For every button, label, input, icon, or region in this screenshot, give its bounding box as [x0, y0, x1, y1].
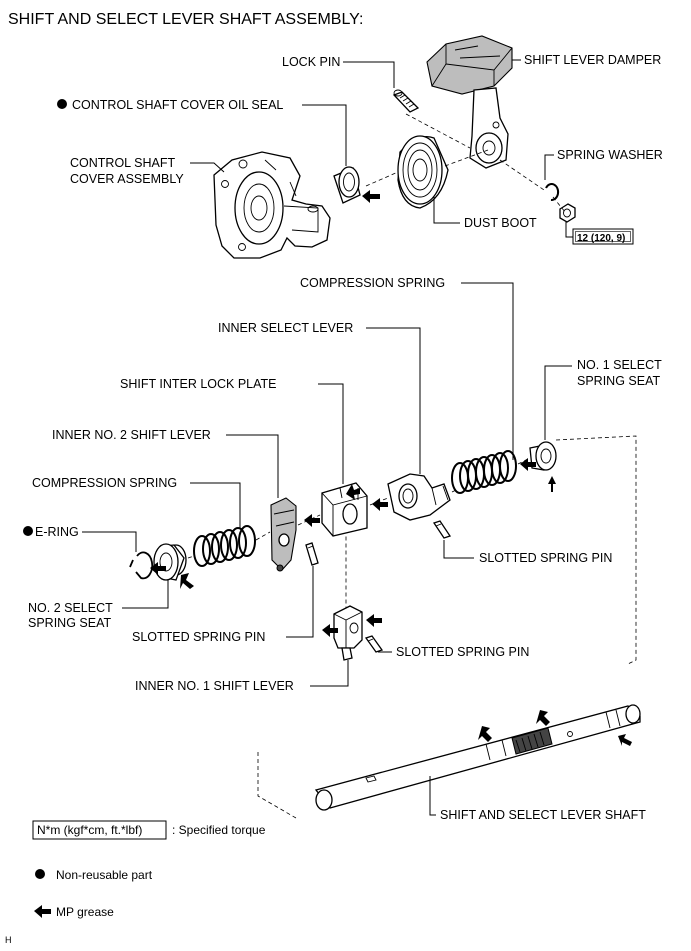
non-reusable-marker-e-ring [23, 526, 33, 536]
svg-text:Non-reusable part: Non-reusable part [56, 868, 153, 882]
label-control-shaft-cover-assembly-1: CONTROL SHAFT [70, 156, 175, 170]
label-slotted-spring-pin-right: SLOTTED SPRING PIN [479, 551, 612, 565]
control-shaft-cover-oil-seal [333, 166, 361, 204]
grease-arrow-no1-lever-a [322, 624, 338, 637]
grease-arrow-no1-lever-b [366, 614, 382, 627]
slotted-spring-pin-left [305, 542, 319, 566]
label-inner-select-lever: INNER SELECT LEVER [218, 321, 353, 335]
shift-lever [469, 87, 509, 169]
inner-select-lever [387, 473, 451, 521]
label-inner-no2-shift-lever: INNER NO. 2 SHIFT LEVER [52, 428, 211, 442]
grease-arrow-shaft-c [618, 734, 632, 746]
label-compression-spring-upper: COMPRESSION SPRING [300, 276, 445, 290]
nut [559, 203, 576, 223]
shift-lever-damper [426, 35, 513, 95]
legend-torque: N*m (kgf*cm, ft.*lbf) : Specified torque [32, 820, 266, 840]
grease-arrow-shaft-a [478, 726, 492, 742]
label-no2-select-spring-seat-2: SPRING SEAT [28, 616, 111, 630]
svg-text:12 (120, 9): 12 (120, 9) [577, 233, 625, 244]
control-shaft-cover-assembly [213, 151, 331, 259]
label-dust-boot: DUST BOOT [464, 216, 537, 230]
label-compression-spring-lower: COMPRESSION SPRING [32, 476, 177, 490]
label-shift-lever-damper: SHIFT LEVER DAMPER [524, 53, 661, 67]
grease-arrow-no2-seat-b [180, 573, 194, 589]
svg-text:: Specified torque: : Specified torque [172, 823, 266, 837]
legend-non-reusable: Non-reusable part [35, 868, 153, 882]
non-reusable-marker-oil-seal [57, 99, 67, 109]
label-spring-washer: SPRING WASHER [557, 148, 663, 162]
label-shift-inter-lock-plate: SHIFT INTER LOCK PLATE [120, 377, 277, 391]
grease-arrow-no2-seat-a [150, 562, 166, 575]
no2-select-spring-seat [153, 543, 187, 581]
spring-washer [545, 183, 560, 202]
label-shift-and-select-lever-shaft: SHIFT AND SELECT LEVER SHAFT [440, 808, 646, 822]
grease-arrow-oil-seal [362, 190, 380, 203]
grease-arrow-interlock-c [372, 498, 388, 511]
slotted-spring-pin-right [432, 520, 452, 539]
shift-inter-lock-plate [321, 482, 368, 537]
e-ring [129, 551, 154, 580]
grease-arrow-shaft-b [536, 710, 550, 726]
label-slotted-spring-pin-lower: SLOTTED SPRING PIN [396, 645, 529, 659]
inner-no1-shift-lever [333, 605, 363, 661]
svg-text:N*m (kgf*cm, ft.*lbf): N*m (kgf*cm, ft.*lbf) [37, 823, 142, 837]
slotted-spring-pin-lower [364, 635, 384, 653]
svg-text:MP grease: MP grease [56, 905, 114, 919]
inner-no2-shift-lever [270, 497, 297, 572]
label-no1-select-spring-seat-1: NO. 1 SELECT [577, 358, 662, 372]
dust-boot [397, 135, 449, 209]
shift-and-select-lever-shaft [314, 704, 641, 811]
lock-pin [392, 89, 420, 113]
label-e-ring: E-RING [35, 525, 79, 539]
diagram-title: SHIFT AND SELECT LEVER SHAFT ASSEMBLY: [8, 11, 363, 28]
grease-arrow-interlock-b [346, 484, 360, 500]
label-no1-select-spring-seat-2: SPRING SEAT [577, 374, 660, 388]
corner-mark: H [5, 935, 12, 945]
compression-spring-upper [451, 450, 517, 494]
torque-spec-box: 12 (120, 9) [572, 228, 634, 245]
label-slotted-spring-pin-left: SLOTTED SPRING PIN [132, 630, 265, 644]
label-control-shaft-cover-assembly-2: COVER ASSEMBLY [70, 172, 184, 186]
grease-arrow-icon [34, 905, 51, 918]
compression-spring-lower [193, 525, 256, 567]
label-lock-pin: LOCK PIN [282, 55, 340, 69]
grease-arrow-spring-upper [520, 458, 536, 471]
legend-mp-grease: MP grease [34, 905, 114, 919]
label-inner-no1-shift-lever: INNER NO. 1 SHIFT LEVER [135, 679, 294, 693]
grease-arrow-interlock-a [304, 514, 320, 527]
label-control-shaft-cover-oil-seal: CONTROL SHAFT COVER OIL SEAL [72, 98, 283, 112]
grease-arrow-no1-seat [548, 476, 556, 492]
label-no2-select-spring-seat-1: NO. 2 SELECT [28, 601, 113, 615]
